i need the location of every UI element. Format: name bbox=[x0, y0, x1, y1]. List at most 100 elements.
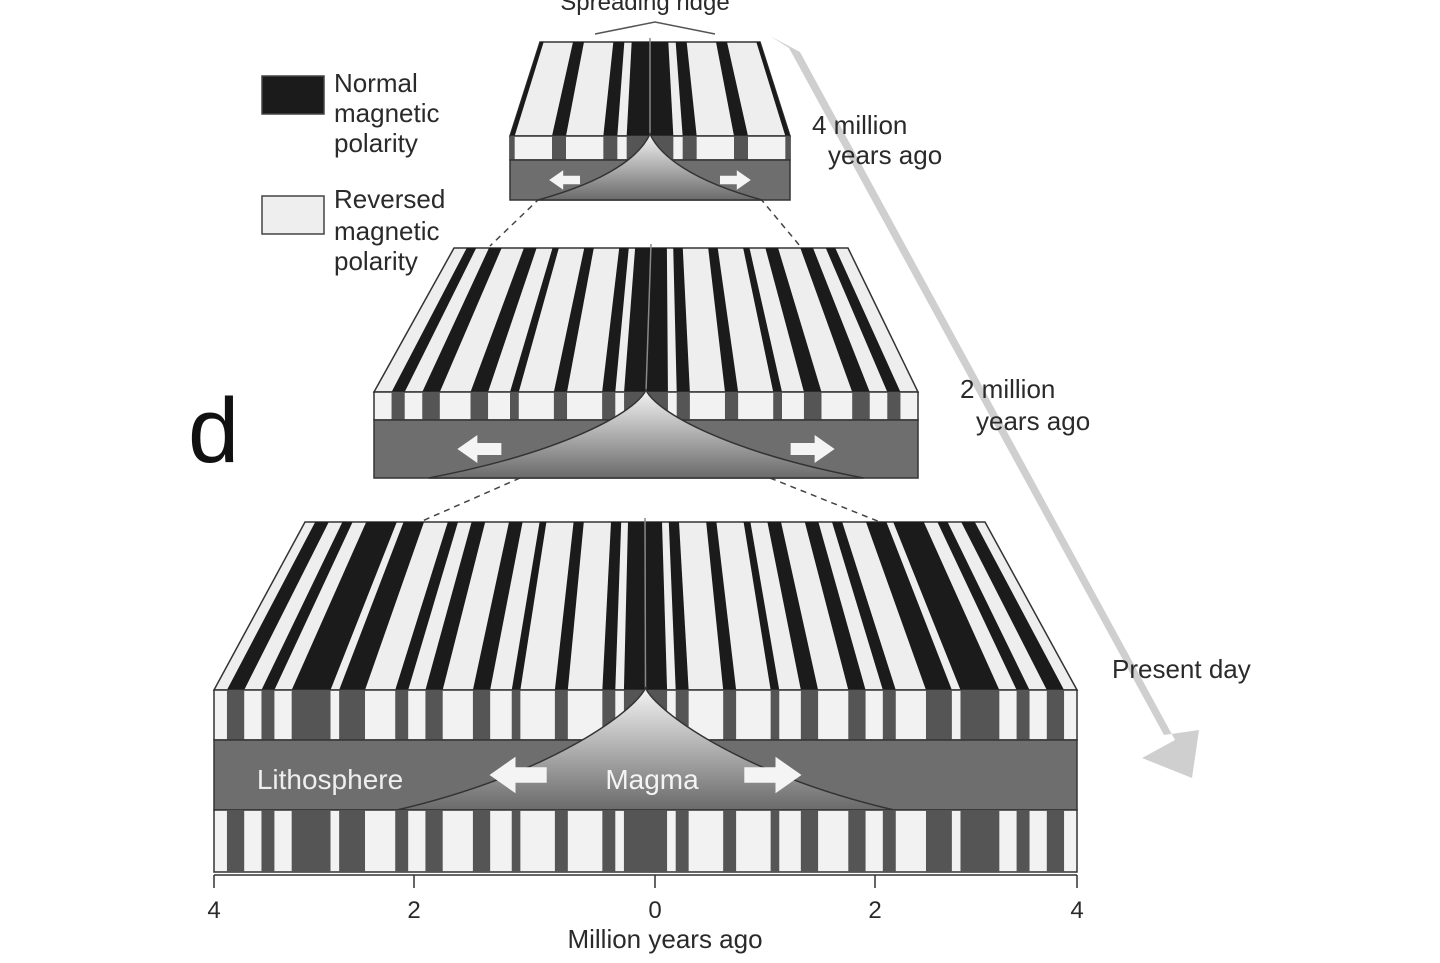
front-polarity-segment bbox=[773, 392, 782, 420]
normal-polarity-stripe bbox=[626, 42, 650, 136]
front-polarity-segment bbox=[803, 392, 822, 420]
lower-polarity-segment bbox=[675, 810, 689, 872]
block-present bbox=[212, 517, 1079, 873]
normal-polarity-stripe bbox=[470, 248, 537, 392]
normal-polarity-stripe bbox=[623, 522, 646, 690]
normal-polarity-stripe bbox=[422, 248, 502, 392]
front-polarity-segment bbox=[552, 136, 566, 160]
front-polarity-segment bbox=[734, 136, 748, 160]
front-polarity-segment bbox=[226, 690, 245, 740]
front-polarity-segment bbox=[960, 690, 1000, 740]
lower-polarity-segment bbox=[882, 810, 896, 872]
front-polarity-segment bbox=[800, 690, 819, 740]
front-polarity-segment bbox=[510, 392, 519, 420]
lower-polarity-segment bbox=[425, 810, 443, 872]
front-polarity-segment bbox=[887, 392, 901, 420]
lower-polarity-segment bbox=[472, 810, 491, 872]
lower-polarity-segment bbox=[770, 810, 780, 872]
normal-polarity-stripe bbox=[510, 248, 559, 392]
normal-polarity-stripe bbox=[708, 248, 739, 392]
normal-polarity-stripe bbox=[552, 42, 584, 136]
stage-label-4-million: 4 million years ago bbox=[812, 110, 942, 170]
ridge-pointer-lines bbox=[594, 21, 716, 35]
normal-polarity-stripe bbox=[716, 42, 748, 136]
magma-dome bbox=[537, 132, 763, 201]
front-polarity-segment bbox=[391, 392, 405, 420]
normal-polarity-stripe bbox=[756, 42, 790, 136]
block-2-million bbox=[372, 243, 920, 479]
block-4-million bbox=[508, 38, 792, 201]
front-polarity-segment bbox=[261, 690, 275, 740]
normal-polarity-stripe bbox=[937, 522, 1030, 690]
normal-polarity-stripe bbox=[673, 248, 690, 392]
front-polarity-segment bbox=[1046, 690, 1065, 740]
lower-polarity-segment bbox=[339, 810, 366, 872]
lower-polarity-segment bbox=[1016, 810, 1030, 872]
lower-polarity-segment bbox=[602, 810, 616, 872]
lower-polarity-segment bbox=[395, 810, 409, 872]
stage-label-2-million: 2 million years ago bbox=[960, 374, 1090, 436]
spreading-arrow-right bbox=[720, 170, 751, 190]
lower-polarity-segment bbox=[960, 810, 1000, 872]
lower-polarity-segment bbox=[1046, 810, 1065, 872]
lower-polarity-segment bbox=[623, 810, 646, 872]
front-polarity-segment bbox=[510, 136, 515, 160]
front-polarity-segment bbox=[511, 690, 521, 740]
spreading-arrow-right bbox=[744, 756, 802, 794]
lower-polarity-segment bbox=[645, 810, 668, 872]
spreading-arrow-left bbox=[457, 435, 502, 463]
front-polarity-segment bbox=[723, 690, 737, 740]
stage-label-present-day: Present day bbox=[1112, 654, 1251, 684]
normal-polarity-stripe bbox=[391, 248, 477, 392]
lower-polarity-segment bbox=[925, 810, 952, 872]
normal-polarity-stripe bbox=[511, 522, 547, 690]
time-direction-arrow bbox=[770, 36, 1199, 778]
axis-tick-label: 4 bbox=[207, 897, 220, 924]
legend-reversed-swatch bbox=[261, 195, 325, 235]
lower-polarity-segment bbox=[261, 810, 275, 872]
spreading-blocks bbox=[212, 38, 1079, 873]
spreading-arrow-left bbox=[489, 756, 547, 794]
front-polarity-segment bbox=[770, 690, 780, 740]
front-polarity-segment bbox=[925, 690, 952, 740]
front-polarity-segment bbox=[554, 690, 568, 740]
normal-polarity-stripe bbox=[510, 42, 544, 136]
normal-polarity-stripe bbox=[425, 522, 486, 690]
normal-polarity-stripe bbox=[603, 42, 625, 136]
front-polarity-segment bbox=[472, 690, 491, 740]
front-polarity-segment bbox=[852, 392, 870, 420]
spreading-ridge-label: Spreading ridge bbox=[560, 0, 729, 16]
normal-polarity-stripe bbox=[602, 522, 622, 690]
lower-polarity-segment bbox=[511, 810, 521, 872]
normal-polarity-stripe bbox=[339, 522, 424, 690]
normal-polarity-stripe bbox=[668, 522, 689, 690]
normal-polarity-stripe bbox=[706, 522, 737, 690]
front-polarity-segment bbox=[602, 392, 616, 420]
normal-polarity-stripe bbox=[602, 248, 629, 392]
axis-tick-label: 4 bbox=[1070, 897, 1083, 924]
axis-tick-label: 2 bbox=[868, 897, 881, 924]
ridge-axis bbox=[644, 517, 647, 691]
front-polarity-segment bbox=[785, 136, 790, 160]
normal-polarity-stripe bbox=[832, 522, 896, 690]
normal-polarity-stripe bbox=[472, 522, 523, 690]
normal-polarity-stripe bbox=[893, 522, 1000, 690]
front-polarity-segment bbox=[682, 136, 697, 160]
lithosphere-label: Lithosphere bbox=[257, 764, 403, 795]
legend-normal-label: Normal magnetic polarity bbox=[334, 68, 447, 158]
normal-polarity-stripe bbox=[646, 248, 668, 392]
normal-polarity-stripe bbox=[624, 248, 651, 392]
front-polarity-segment bbox=[395, 690, 409, 740]
age-axis: 4 2 0 2 4 Million years ago bbox=[207, 874, 1084, 954]
magma-dome bbox=[428, 388, 864, 479]
front-polarity-segment bbox=[1016, 690, 1030, 740]
spreading-arrow-right bbox=[790, 435, 835, 463]
front-polarity-segment bbox=[603, 136, 618, 160]
normal-polarity-stripe bbox=[743, 248, 782, 392]
panel-letter: d bbox=[188, 380, 239, 482]
front-polarity-segment bbox=[724, 392, 739, 420]
legend-normal-swatch bbox=[261, 75, 325, 115]
front-polarity-segment bbox=[882, 690, 896, 740]
front-polarity-segment bbox=[291, 690, 331, 740]
